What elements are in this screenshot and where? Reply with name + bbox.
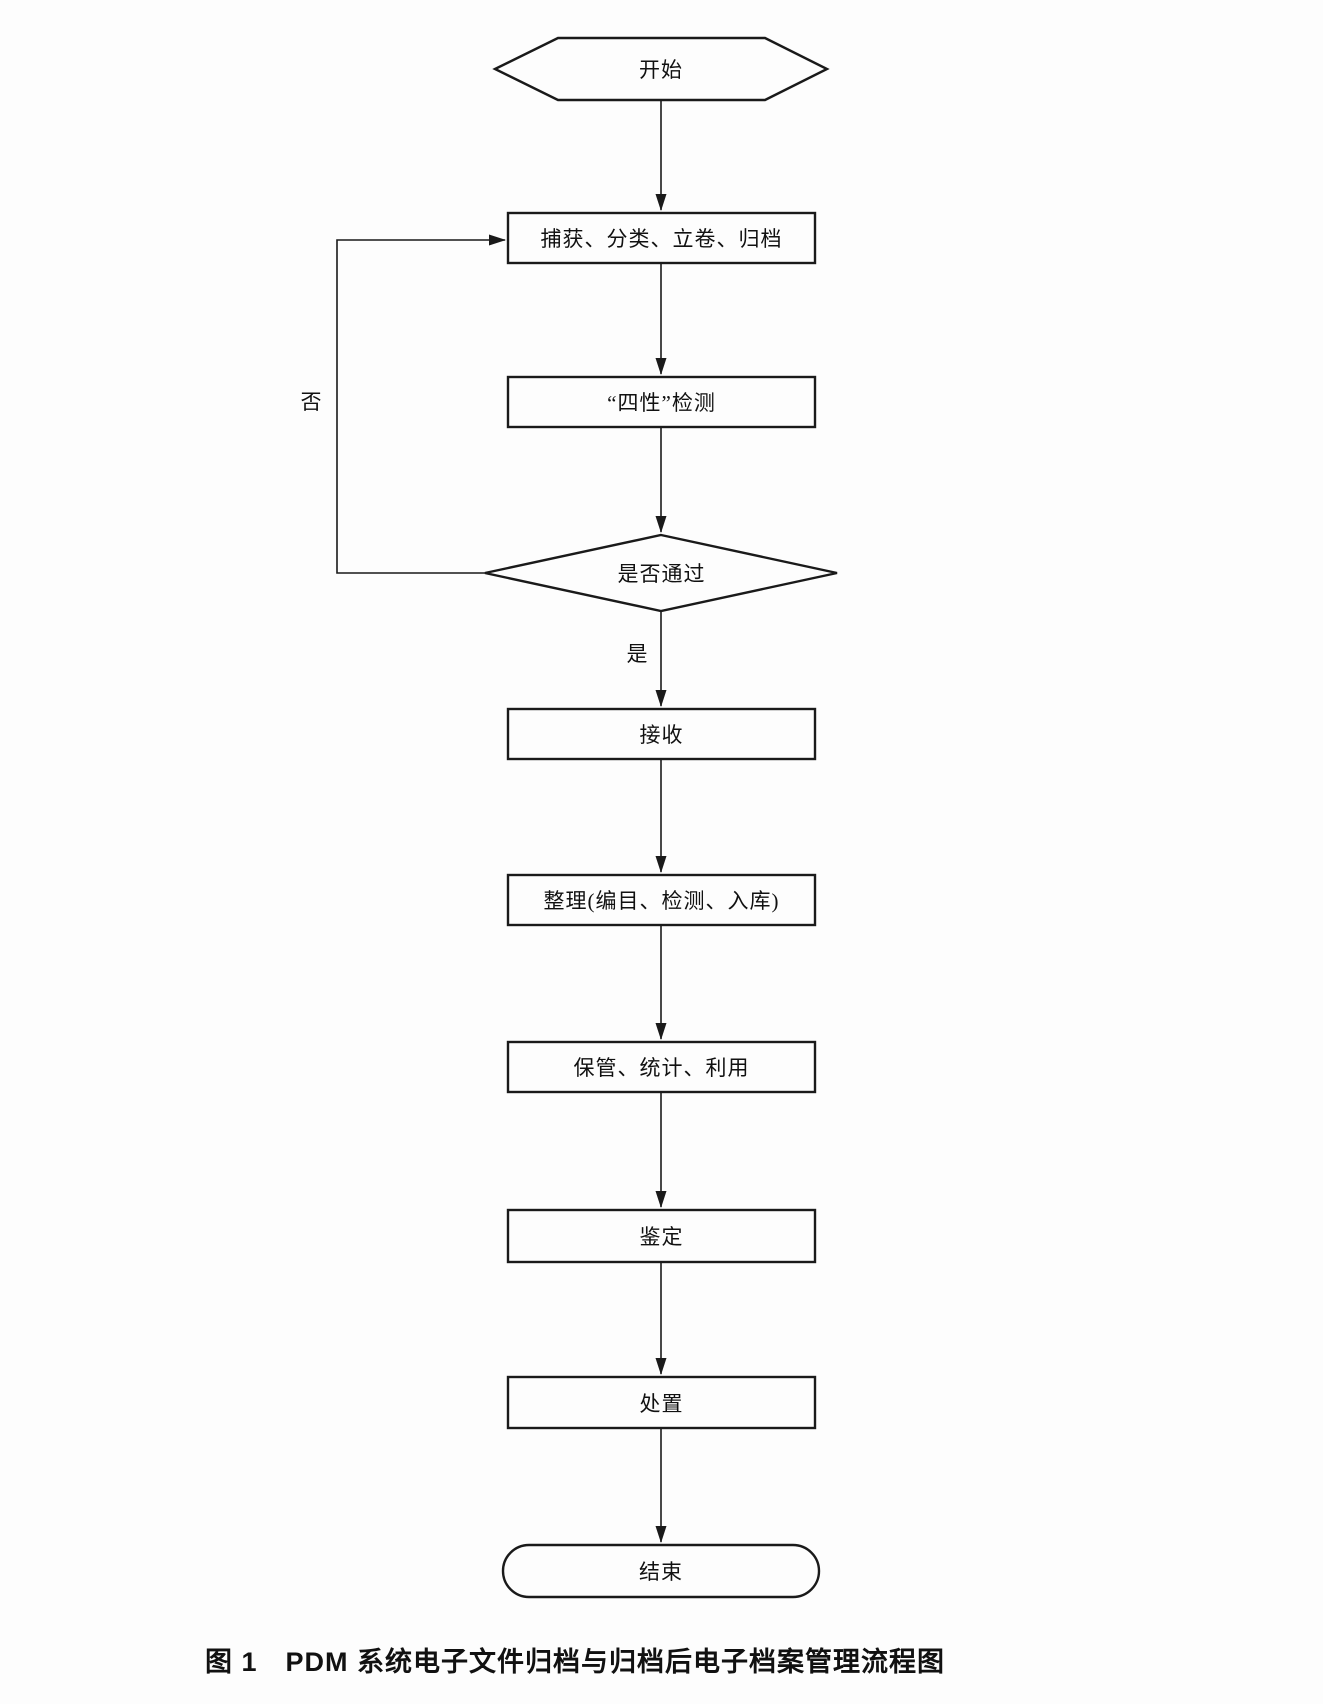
check-box-shape [506,375,817,429]
dispose-node-label: 处置 [639,1391,684,1416]
end-node-label: 结束 [639,1560,683,1584]
receive-box-shape [506,707,817,761]
appraise-box-shape [506,1208,817,1264]
branch-yes-label: 是 [626,642,648,666]
keep-box-shape [506,1040,817,1094]
start-hexagon-shape [492,36,830,102]
appraise-node-label: 鉴定 [639,1225,684,1249]
capture-node-label: 捕获、分类、立卷、归档 [540,227,783,251]
end-stadium-shape [501,1543,821,1599]
decision-diamond-shape [484,533,838,613]
figure-caption: 图 1 PDM 系统电子文件归档与归档后电子档案管理流程图 [205,1647,946,1677]
check-node-label: “四性”检测 [607,391,716,415]
keep-node-label: 保管、统计、利用 [573,1056,750,1080]
organize-node-label: 整理(编目、检测、入库) [543,889,780,913]
dispose-box-shape [506,1375,817,1430]
capture-box-shape [506,211,817,265]
branch-no-label: 否 [300,390,322,414]
receive-node-label: 接收 [639,723,684,747]
decision-node-label: 是否通过 [617,562,706,586]
start-node-label: 开始 [639,58,683,82]
connector-decision-no-feedback [336,234,506,574]
organize-box-shape [506,873,817,927]
